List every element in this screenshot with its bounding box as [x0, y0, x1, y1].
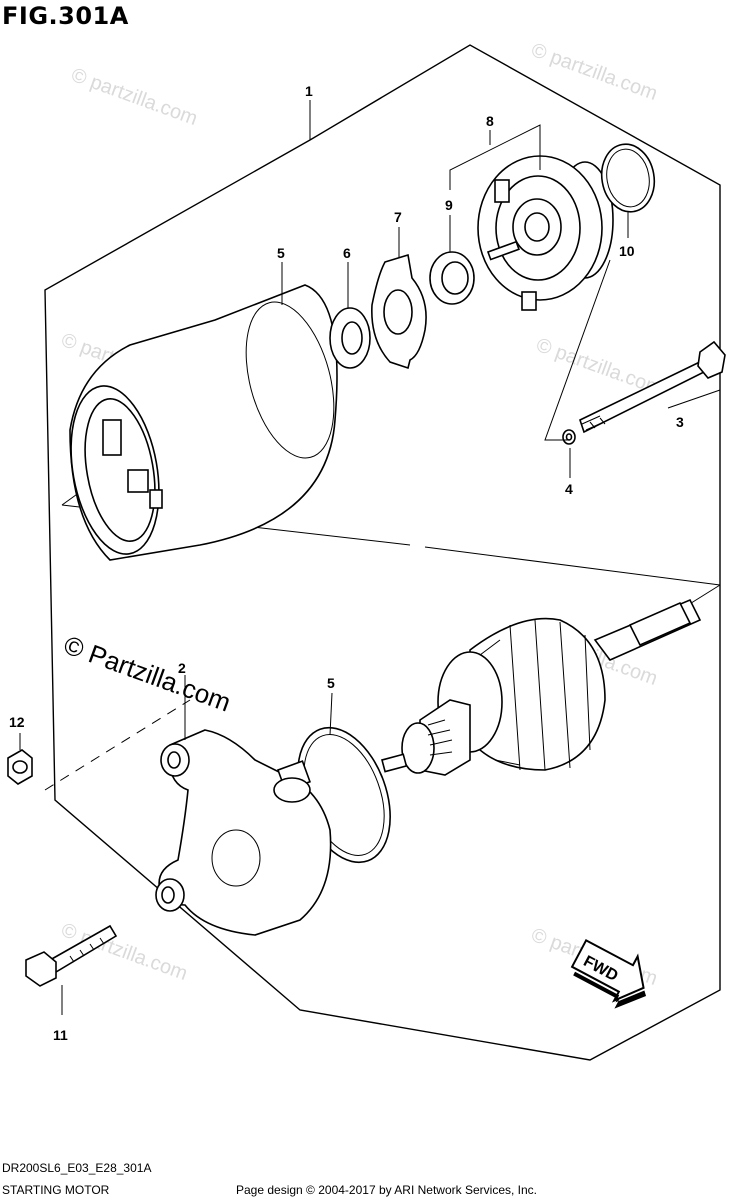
armature — [381, 598, 702, 776]
callout-10: 10 — [619, 243, 635, 259]
callout-5-upper: 5 — [277, 245, 285, 261]
callout-6: 6 — [343, 245, 351, 261]
o-ring-part-10 — [600, 143, 656, 213]
yoke-housing — [69, 284, 338, 561]
seal-part-9 — [429, 251, 475, 305]
section-line — [424, 546, 721, 586]
callouts: 1 2 3 4 5 5 6 7 8 9 10 11 12 — [9, 83, 684, 1043]
end-housing-part-8 — [477, 155, 614, 311]
callout-12: 12 — [9, 714, 25, 730]
callout-9: 9 — [445, 197, 453, 213]
brush-plate-part-7 — [371, 253, 427, 370]
washer-part-4 — [562, 429, 576, 445]
nut-part-12 — [7, 749, 33, 785]
fwd-arrow-icon: FWD — [570, 938, 647, 1009]
watermark-main: © Partzilla.com — [60, 629, 235, 717]
figure-name: STARTING MOTOR — [2, 1183, 110, 1197]
figure-code: DR200SL6_E03_E28_301A — [2, 1161, 152, 1175]
watermark: © partzilla.com — [528, 39, 660, 105]
figure-title: FIG.301A — [2, 2, 129, 30]
callout-3: 3 — [676, 414, 684, 430]
leader-lines — [19, 100, 721, 1015]
assembly-outline — [44, 44, 721, 1061]
callout-4: 4 — [565, 481, 573, 497]
exploded-parts-diagram: © partzilla.com © partzilla.com © partzi… — [7, 39, 726, 1061]
callout-1: 1 — [305, 83, 313, 99]
callout-11: 11 — [53, 1027, 68, 1043]
through-bolt-part-3 — [579, 340, 726, 434]
callout-7: 7 — [394, 209, 402, 225]
callout-8: 8 — [486, 113, 494, 129]
copyright-notice: Page design © 2004-2017 by ARI Network S… — [236, 1183, 538, 1197]
watermark: © partzilla.com — [68, 64, 200, 130]
screw-part-11 — [25, 924, 118, 987]
callout-2: 2 — [178, 660, 186, 676]
callout-5-lower: 5 — [327, 675, 335, 691]
end-cover-part-2 — [155, 729, 332, 936]
washer-part-6 — [329, 307, 371, 369]
